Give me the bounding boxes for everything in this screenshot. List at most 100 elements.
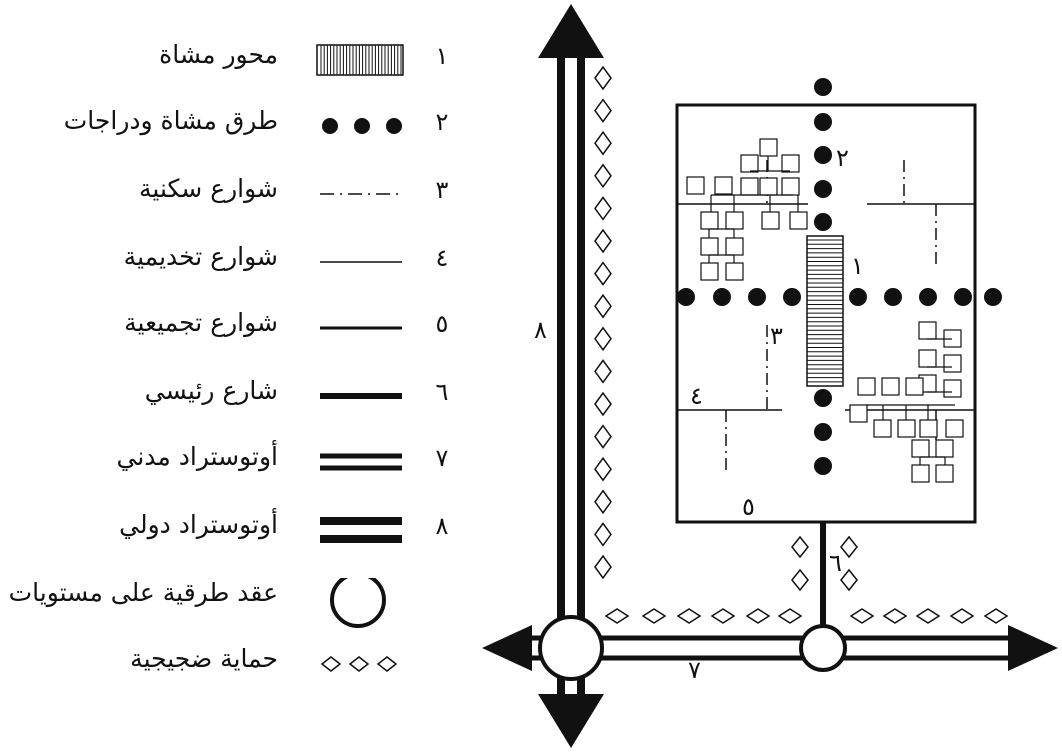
housing-units: [686, 138, 964, 483]
house-icon: [761, 211, 780, 230]
path-dot: [814, 78, 832, 96]
thick-line-icon: [320, 393, 402, 399]
diamond-icon: [745, 608, 771, 624]
house-icon: [759, 138, 778, 157]
house-icon: [945, 419, 964, 438]
dash-dot-line-icon: [320, 193, 402, 195]
legend-row-pedestrian-axis: ١ محور مشاة: [0, 40, 460, 80]
label-intl-highway: ٨: [534, 316, 547, 344]
diamond-icon: [641, 608, 667, 624]
diamond-icon: [594, 228, 612, 254]
legend-row-urban-highway: ٧ أوتوستراد مدني: [0, 442, 460, 482]
diamond-icon: [791, 568, 809, 592]
legend-number: ٨: [435, 512, 449, 540]
intl-highway: [557, 50, 585, 705]
arrow-left-icon: [482, 625, 532, 671]
label-service-street: ٤: [690, 382, 703, 410]
diamond-icon: [594, 456, 612, 482]
legend-label: عقد طرقية على مستويات: [8, 578, 278, 607]
house-icon: [725, 262, 744, 281]
legend-label: شارع رئيسي: [144, 376, 278, 405]
diamond-icon: [594, 293, 612, 319]
house-icon: [759, 177, 778, 196]
path-dot: [748, 288, 766, 306]
house-icon: [700, 237, 719, 256]
legend-number: ٢: [435, 108, 449, 136]
house-icon: [714, 176, 733, 195]
legend-label: حماية ضجيجية: [130, 644, 278, 673]
path-dot: [814, 423, 832, 441]
house-icon: [935, 439, 954, 458]
diamond-icon: [949, 608, 975, 624]
legend-row-collector-street: ٥ شوارع تجميعية: [0, 308, 460, 348]
residential-streets: [725, 160, 937, 470]
diamond-icon: [594, 65, 612, 91]
house-icon: [911, 439, 930, 458]
arrow-down-icon: [538, 694, 604, 748]
house-icon: [857, 377, 876, 396]
house-icon: [918, 349, 937, 368]
diamond-icon: [915, 608, 941, 624]
house-icon: [849, 404, 868, 423]
circle-icon: [330, 578, 386, 628]
double-thick-line-icon: [320, 517, 402, 543]
label-collector-street: ٥: [742, 493, 755, 521]
house-icon: [897, 419, 916, 438]
house-icon: [873, 419, 892, 438]
pedestrian-bike-paths: [677, 78, 1002, 475]
house-icon: [789, 211, 808, 230]
path-dot: [677, 288, 695, 306]
label-residential-street: ٣: [770, 322, 783, 350]
road-network-diagram: ١ ٢ ٣ ٤ ٥ ٦ ٧ ٨: [482, 4, 1058, 748]
legend-row-intl-highway: ٨ أوتوستراد دولي: [0, 510, 460, 550]
legend-row-interchange: عقد طرقية على مستويات: [0, 578, 460, 628]
house-icon: [881, 377, 900, 396]
legend-label: شوارع تخديمية: [123, 242, 278, 271]
path-dot: [783, 288, 801, 306]
legend-row-residential-street: ٣ شوارع سكنية: [0, 174, 460, 214]
legend-number: ٣: [435, 176, 449, 204]
house-icon: [700, 262, 719, 281]
interchange-node: [799, 624, 847, 672]
path-dot: [984, 288, 1002, 306]
diamond-icon: [983, 608, 1009, 624]
legend-label: شوارع سكنية: [139, 174, 278, 203]
diamond-icon: [604, 608, 630, 624]
legend-label: محور مشاة: [159, 40, 278, 69]
diamond-icon: [594, 391, 612, 417]
house-icon: [935, 464, 954, 483]
label-pedestrian-path: ٢: [836, 144, 849, 172]
path-dot: [814, 146, 832, 164]
house-icon: [943, 379, 962, 398]
path-dot: [814, 457, 832, 475]
path-dot: [884, 288, 902, 306]
diamond-icon: [594, 424, 612, 449]
diamond-icon: [840, 568, 858, 592]
path-dot: [954, 288, 972, 306]
house-icon: [725, 211, 744, 230]
house-icon: [905, 377, 924, 396]
diamonds-icon: [320, 656, 398, 672]
path-dot: [814, 113, 832, 131]
path-dot: [713, 288, 731, 306]
legend-row-service-street: ٤ شوارع تخديمية: [0, 242, 460, 282]
diamond-icon: [594, 163, 612, 189]
thin-line-icon: [320, 261, 402, 263]
path-dot: [849, 288, 867, 306]
noise-barrier-main-street: [791, 535, 858, 592]
diamond-icon: [676, 608, 702, 624]
diamond-icon: [840, 535, 858, 559]
noise-barrier-vertical: [594, 65, 612, 580]
diamond-icon: [594, 522, 612, 547]
legend-row-pedestrian-path: ٢ طرق مشاة ودراجات: [0, 106, 460, 146]
legend-number: ٥: [435, 310, 449, 338]
diamond-icon: [594, 98, 612, 123]
legend-number: ٤: [435, 244, 449, 272]
house-icon: [725, 237, 744, 256]
house-icon: [919, 419, 938, 438]
noise-barrier-horizontal: [604, 608, 1009, 624]
medium-line-icon: [320, 326, 402, 330]
legend-label: شوارع تجميعية: [124, 308, 278, 337]
diamond-icon: [594, 130, 612, 156]
house-icon: [781, 154, 800, 173]
